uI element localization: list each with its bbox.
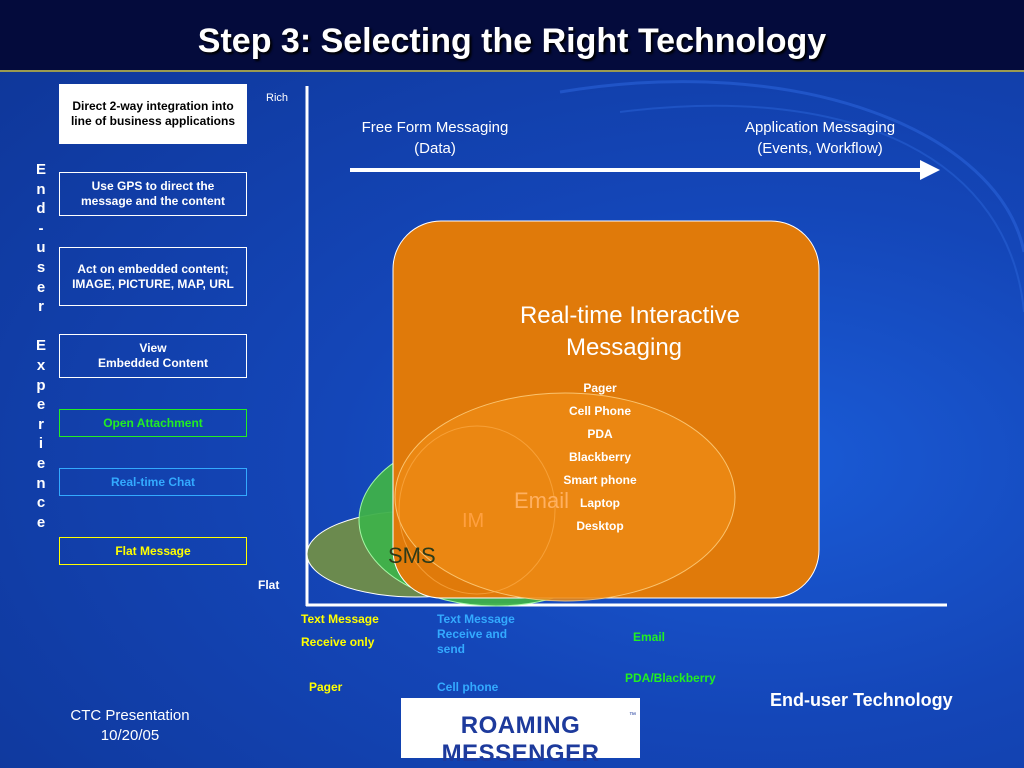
col1-device: Pager xyxy=(309,680,343,694)
device-item: Desktop xyxy=(576,519,624,533)
realtime-title-line1: Real-time Interactive xyxy=(519,302,741,329)
free-form-line1: Free Form Messaging xyxy=(361,119,509,136)
col2-line2: Receive and xyxy=(437,627,508,641)
box-direct-integration: Direct 2-way integration into line of bu… xyxy=(59,84,247,144)
background-swoosh xyxy=(559,80,1024,313)
title-bar xyxy=(0,0,1024,72)
slide-title: Step 3: Selecting the Right Technology xyxy=(197,22,827,60)
box-use-gps: Use GPS to direct the message and the co… xyxy=(59,172,247,216)
col3-line1: Email xyxy=(633,630,666,644)
email-label: Email xyxy=(514,488,569,513)
footer-presentation-info: CTC Presentation 10/20/05 xyxy=(50,706,210,746)
col2-line1: Text Message xyxy=(437,612,515,626)
footer-line1: CTC Presentation xyxy=(70,707,190,724)
roaming-messenger-logo: ROAMING MESSENGER ™ xyxy=(401,698,640,767)
box-open-attachment: Open Attachment xyxy=(59,409,247,437)
application-line2: (Events, Workflow) xyxy=(757,140,883,157)
realtime-title-line2: Messaging xyxy=(565,334,683,361)
box-view-embedded: View Embedded Content xyxy=(59,334,247,378)
device-list: Pager Cell Phone PDA Blackberry Smart ph… xyxy=(530,377,670,538)
free-form-line2: (Data) xyxy=(414,140,456,157)
device-item: Blackberry xyxy=(568,450,632,464)
sms-label: SMS xyxy=(388,543,436,568)
capability-arrow-head xyxy=(920,160,940,180)
col3-device: PDA/Blackberry xyxy=(625,671,716,685)
logo-trademark: ™ xyxy=(629,712,636,719)
col2-line3: send xyxy=(437,642,466,656)
free-form-messaging-label: Free Form Messaging (Data) xyxy=(340,117,530,159)
col2-device: Cell phone xyxy=(437,680,499,694)
y-axis-bottom-label: Flat xyxy=(258,578,280,592)
col1-line1: Text Message xyxy=(301,612,379,626)
footer-line2: 10/20/05 xyxy=(100,727,160,744)
im-label: IM xyxy=(462,510,484,532)
logo-text: ROAMING MESSENGER xyxy=(441,712,600,767)
box-realtime-chat: Real-time Chat xyxy=(59,468,247,496)
device-item: Laptop xyxy=(580,496,620,510)
application-messaging-label: Application Messaging (Events, Workflow) xyxy=(720,117,920,159)
col1-line2: Receive only xyxy=(301,635,375,649)
device-item: Smart phone xyxy=(563,473,637,487)
box-act-on-embedded: Act on embedded content; IMAGE, PICTURE,… xyxy=(59,247,247,306)
end-user-experience-label: E n d - u s e r E x p e r i e n c e xyxy=(35,161,46,531)
im-ellipse-outline xyxy=(398,425,556,595)
title-divider xyxy=(0,70,1024,72)
x-axis-title: End-user Technology xyxy=(770,690,953,710)
email-ellipse xyxy=(394,392,736,602)
device-item: Pager xyxy=(583,381,617,395)
realtime-messaging-title: Real-time Interactive Messaging xyxy=(470,300,790,364)
device-item: PDA xyxy=(587,427,613,441)
y-axis-top-label: Rich xyxy=(266,92,289,104)
device-item: Cell Phone xyxy=(568,404,631,418)
box-flat-message: Flat Message xyxy=(59,537,247,565)
application-line1: Application Messaging xyxy=(744,119,896,136)
